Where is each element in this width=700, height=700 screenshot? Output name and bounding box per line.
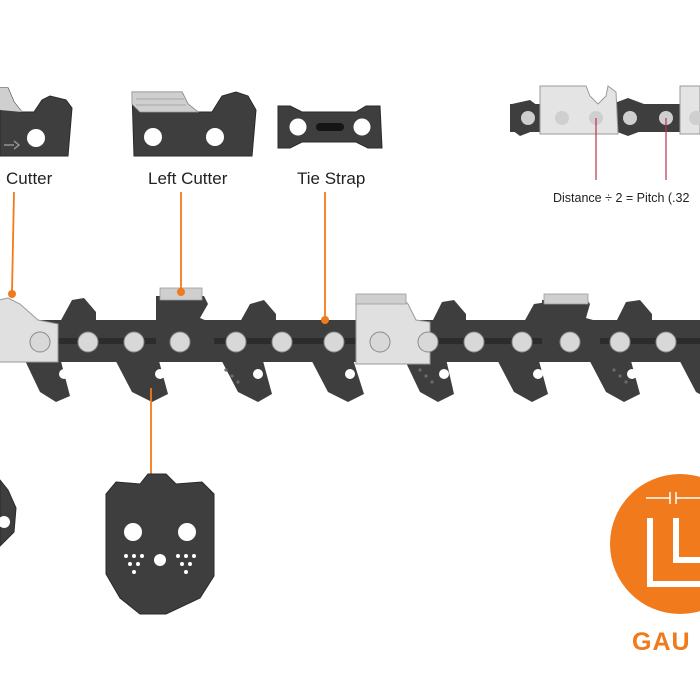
drive-link-part [105,473,215,615]
rivet-hole-icon [206,128,224,146]
pitch-diagram [510,85,700,180]
gauge-label: GAU [632,628,691,656]
rivet-icon [623,111,637,125]
rivet-icon [555,111,569,125]
rivet-hole-icon [178,523,196,541]
callout-dot-icon [321,316,329,324]
rivet-hole-icon [124,523,142,541]
rivet-hole-icon [144,128,162,146]
right-cutter-label: Cutter [6,169,53,188]
right-cutter-part [0,87,73,157]
callout-dot-icon [177,288,185,296]
gauge-width-icon [610,474,700,614]
pitch-formula-label: Distance ÷ 2 = Pitch (.32 [553,191,689,205]
rivet-row [29,331,677,353]
rivet-icon [689,111,700,125]
saw-chain [0,287,700,402]
tie-strap-part [277,105,383,149]
rivet-hole-icon [289,118,307,136]
rivet-hole-icon [27,129,45,147]
rivet-hole-icon [353,118,371,136]
left-cutter-label: Left Cutter [148,169,228,188]
left-cutter-part [131,91,257,157]
tie-strap-label: Tie Strap [297,169,365,188]
callout-dot-icon [8,290,16,298]
rivet-icon [521,111,535,125]
callout-lines [11,191,326,478]
drive-link-part-left [0,479,17,547]
